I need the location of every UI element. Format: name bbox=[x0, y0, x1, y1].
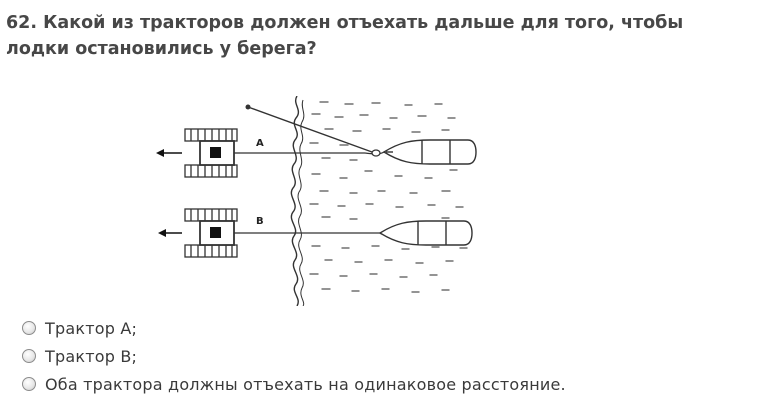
option-label: Трактор В; bbox=[45, 346, 138, 366]
option-label: Оба трактора должны отъехать на одинаков… bbox=[45, 374, 566, 394]
label-a: A bbox=[256, 138, 264, 149]
water-area bbox=[309, 101, 468, 293]
question-line-1: 62. Какой из тракторов должен отъехать д… bbox=[6, 13, 684, 33]
boat-a bbox=[382, 139, 477, 165]
radio-button[interactable] bbox=[22, 321, 36, 335]
radio-button[interactable] bbox=[22, 349, 36, 363]
question-text: 62. Какой из тракторов должен отъехать д… bbox=[6, 10, 766, 62]
arrow-b bbox=[158, 229, 182, 237]
shoreline bbox=[290, 96, 300, 306]
tractor-b bbox=[184, 208, 240, 258]
boat-b bbox=[378, 220, 473, 246]
option-both-equal[interactable]: Оба трактора должны отъехать на одинаков… bbox=[22, 370, 566, 398]
question-line-2: лодки остановились у берега? bbox=[6, 39, 317, 59]
radio-button[interactable] bbox=[22, 377, 36, 391]
option-tractor-b[interactable]: Трактор В; bbox=[22, 342, 566, 370]
arrow-a bbox=[156, 149, 182, 157]
tractors-boats-diagram: A B bbox=[156, 96, 477, 306]
option-label: Трактор А; bbox=[45, 318, 138, 338]
answer-options: Трактор А; Трактор В; Оба трактора должн… bbox=[22, 314, 566, 398]
tractor-a bbox=[184, 128, 240, 178]
option-tractor-a[interactable]: Трактор А; bbox=[22, 314, 566, 342]
label-b: B bbox=[256, 216, 264, 227]
